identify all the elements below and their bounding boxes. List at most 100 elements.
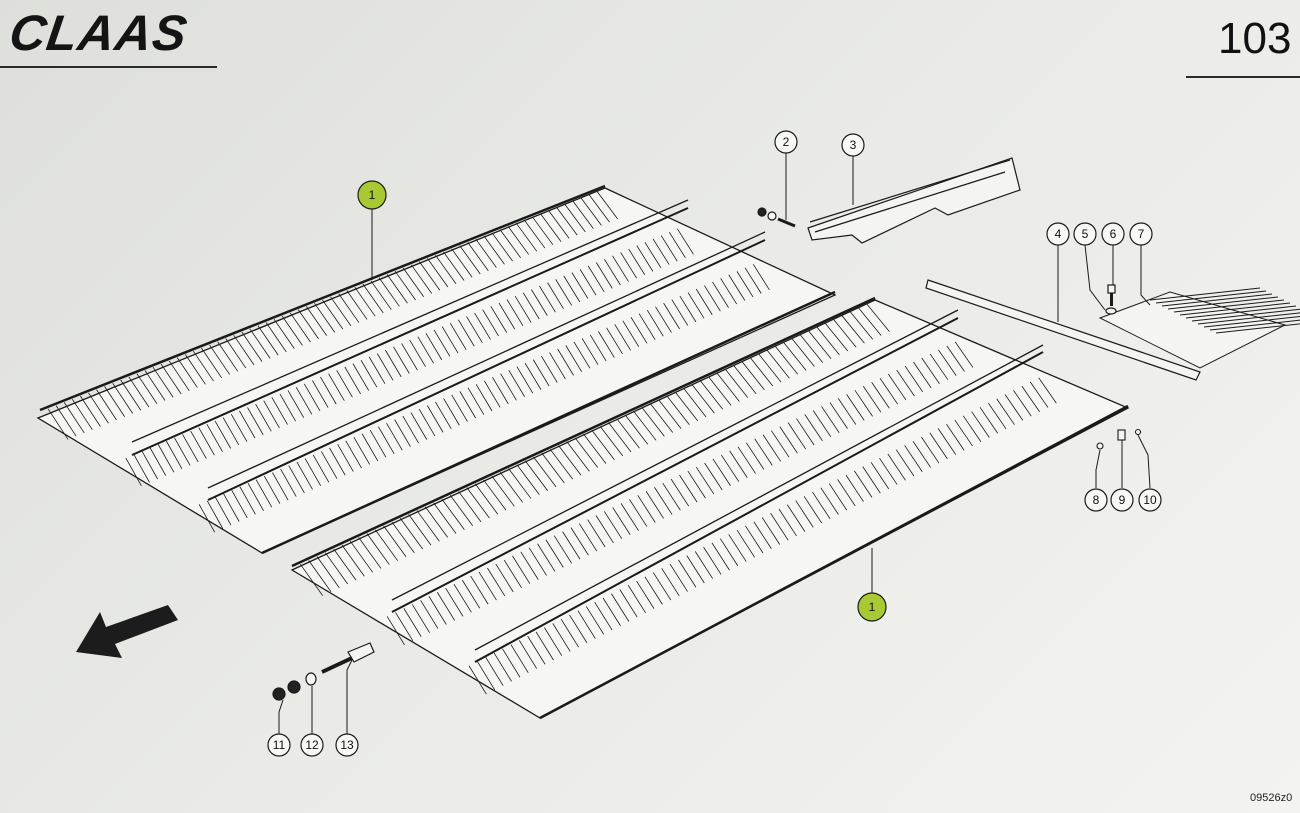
sieve-slat [393,346,410,374]
sieve-panel-left [36,184,837,555]
sieve-slat [467,387,485,415]
comb-finger [1179,302,1291,316]
sieve-slat [493,652,512,682]
sieve-slat [627,585,646,614]
sieve-slat [669,563,688,592]
sieve-slat [508,468,532,499]
sieve-slat [490,306,508,333]
sieve-slat [736,529,755,558]
sieve-slat [921,436,940,464]
sieve-slat [330,296,352,327]
sieve-slat [273,318,295,349]
sieve-slat [288,465,305,494]
sieve-slat [652,238,670,265]
sieve-slat [516,366,534,394]
sieve-slat [324,552,348,585]
hardware-parts-8-10 [1096,428,1142,450]
sieve-slat [821,406,840,433]
sieve-slat [645,491,664,519]
sieve-slat [483,380,501,408]
sieve-slat [506,299,524,327]
sieve-slat [168,360,190,392]
sieve-slat [803,496,823,524]
sieve-slat [629,499,648,527]
sieve-slat [508,369,525,397]
sieve-slat [184,354,206,385]
sieve-slat [394,270,416,301]
sieve-slat [263,475,281,504]
comb-finger [1215,323,1300,334]
sieve-slat [746,442,765,470]
callout-c10: 10 [1138,488,1162,512]
sieve-slat [182,434,199,463]
callout-circle [857,592,887,622]
sieve-slat [587,265,605,292]
sieve-slat [888,373,907,401]
sieve-slat [954,419,973,447]
sieve-slat [595,262,613,289]
sieve-slat [547,282,564,310]
sieve-slat [206,500,224,529]
comb-finger [1185,305,1297,319]
sieve-slat [376,353,394,381]
sieve-slat [845,474,864,502]
sieve-slat [247,407,264,435]
sieve-slat [533,456,557,488]
sieve-slat [683,387,707,418]
sieve-slat [411,604,430,633]
sieve-slat [428,596,447,625]
sieve-slat [837,479,856,507]
sieve-slat [887,453,906,481]
sieve-slat [320,451,338,479]
sieve-slat [443,398,460,426]
sieve-slat [749,357,774,387]
sieve-slat [598,331,615,358]
sieve-slat [754,438,773,466]
sieve-slat [596,190,618,220]
sieve-slat [451,394,468,422]
sieve-slat [741,361,765,391]
sieve-slat [176,357,198,388]
sieve-slat [829,402,848,429]
sieve-slat [904,365,924,393]
sieve-slat [544,627,563,656]
sieve-slat [649,403,674,433]
sieve-slat [938,349,957,376]
sieve-slat [612,255,629,282]
callout-c12: 12 [300,733,324,757]
sieve-slat [247,482,264,511]
sieve-slat [485,657,504,686]
sieve-slat [410,264,433,294]
callout-label: 8 [1093,493,1100,507]
direction-arrow-icon [76,605,178,658]
sieve-slat [921,357,940,384]
sieve-slat [579,269,597,296]
sieve-slat [449,495,474,526]
sieve-slat [687,470,706,499]
sieve-slat [620,503,639,531]
sieve-slat [144,370,166,401]
sieve-slat [624,414,649,445]
sieve-slat [289,312,311,343]
sieve-slat [655,306,672,333]
sieve-slat [433,502,457,534]
toothed-rail-part [807,157,1021,244]
sieve-slat [658,399,682,429]
sieve-slat [518,640,538,669]
sieve-slat [633,410,657,441]
bolt-part-2 [757,207,796,228]
sieve-slat [541,355,558,383]
comb-finger [1149,287,1261,301]
sieve-slat [470,575,489,605]
sieve-slat [602,597,621,626]
sieve-slat [265,322,287,353]
sieve-slat [337,444,354,472]
sieve-slat [193,350,214,382]
sieve-slat [565,345,583,372]
sieve-slat [427,258,449,288]
callout-label: 4 [1055,227,1062,241]
sieve-slat [478,571,497,601]
sieve-slat [441,498,465,530]
flat-bar-part [925,279,1201,381]
sieve-slat [467,242,489,272]
